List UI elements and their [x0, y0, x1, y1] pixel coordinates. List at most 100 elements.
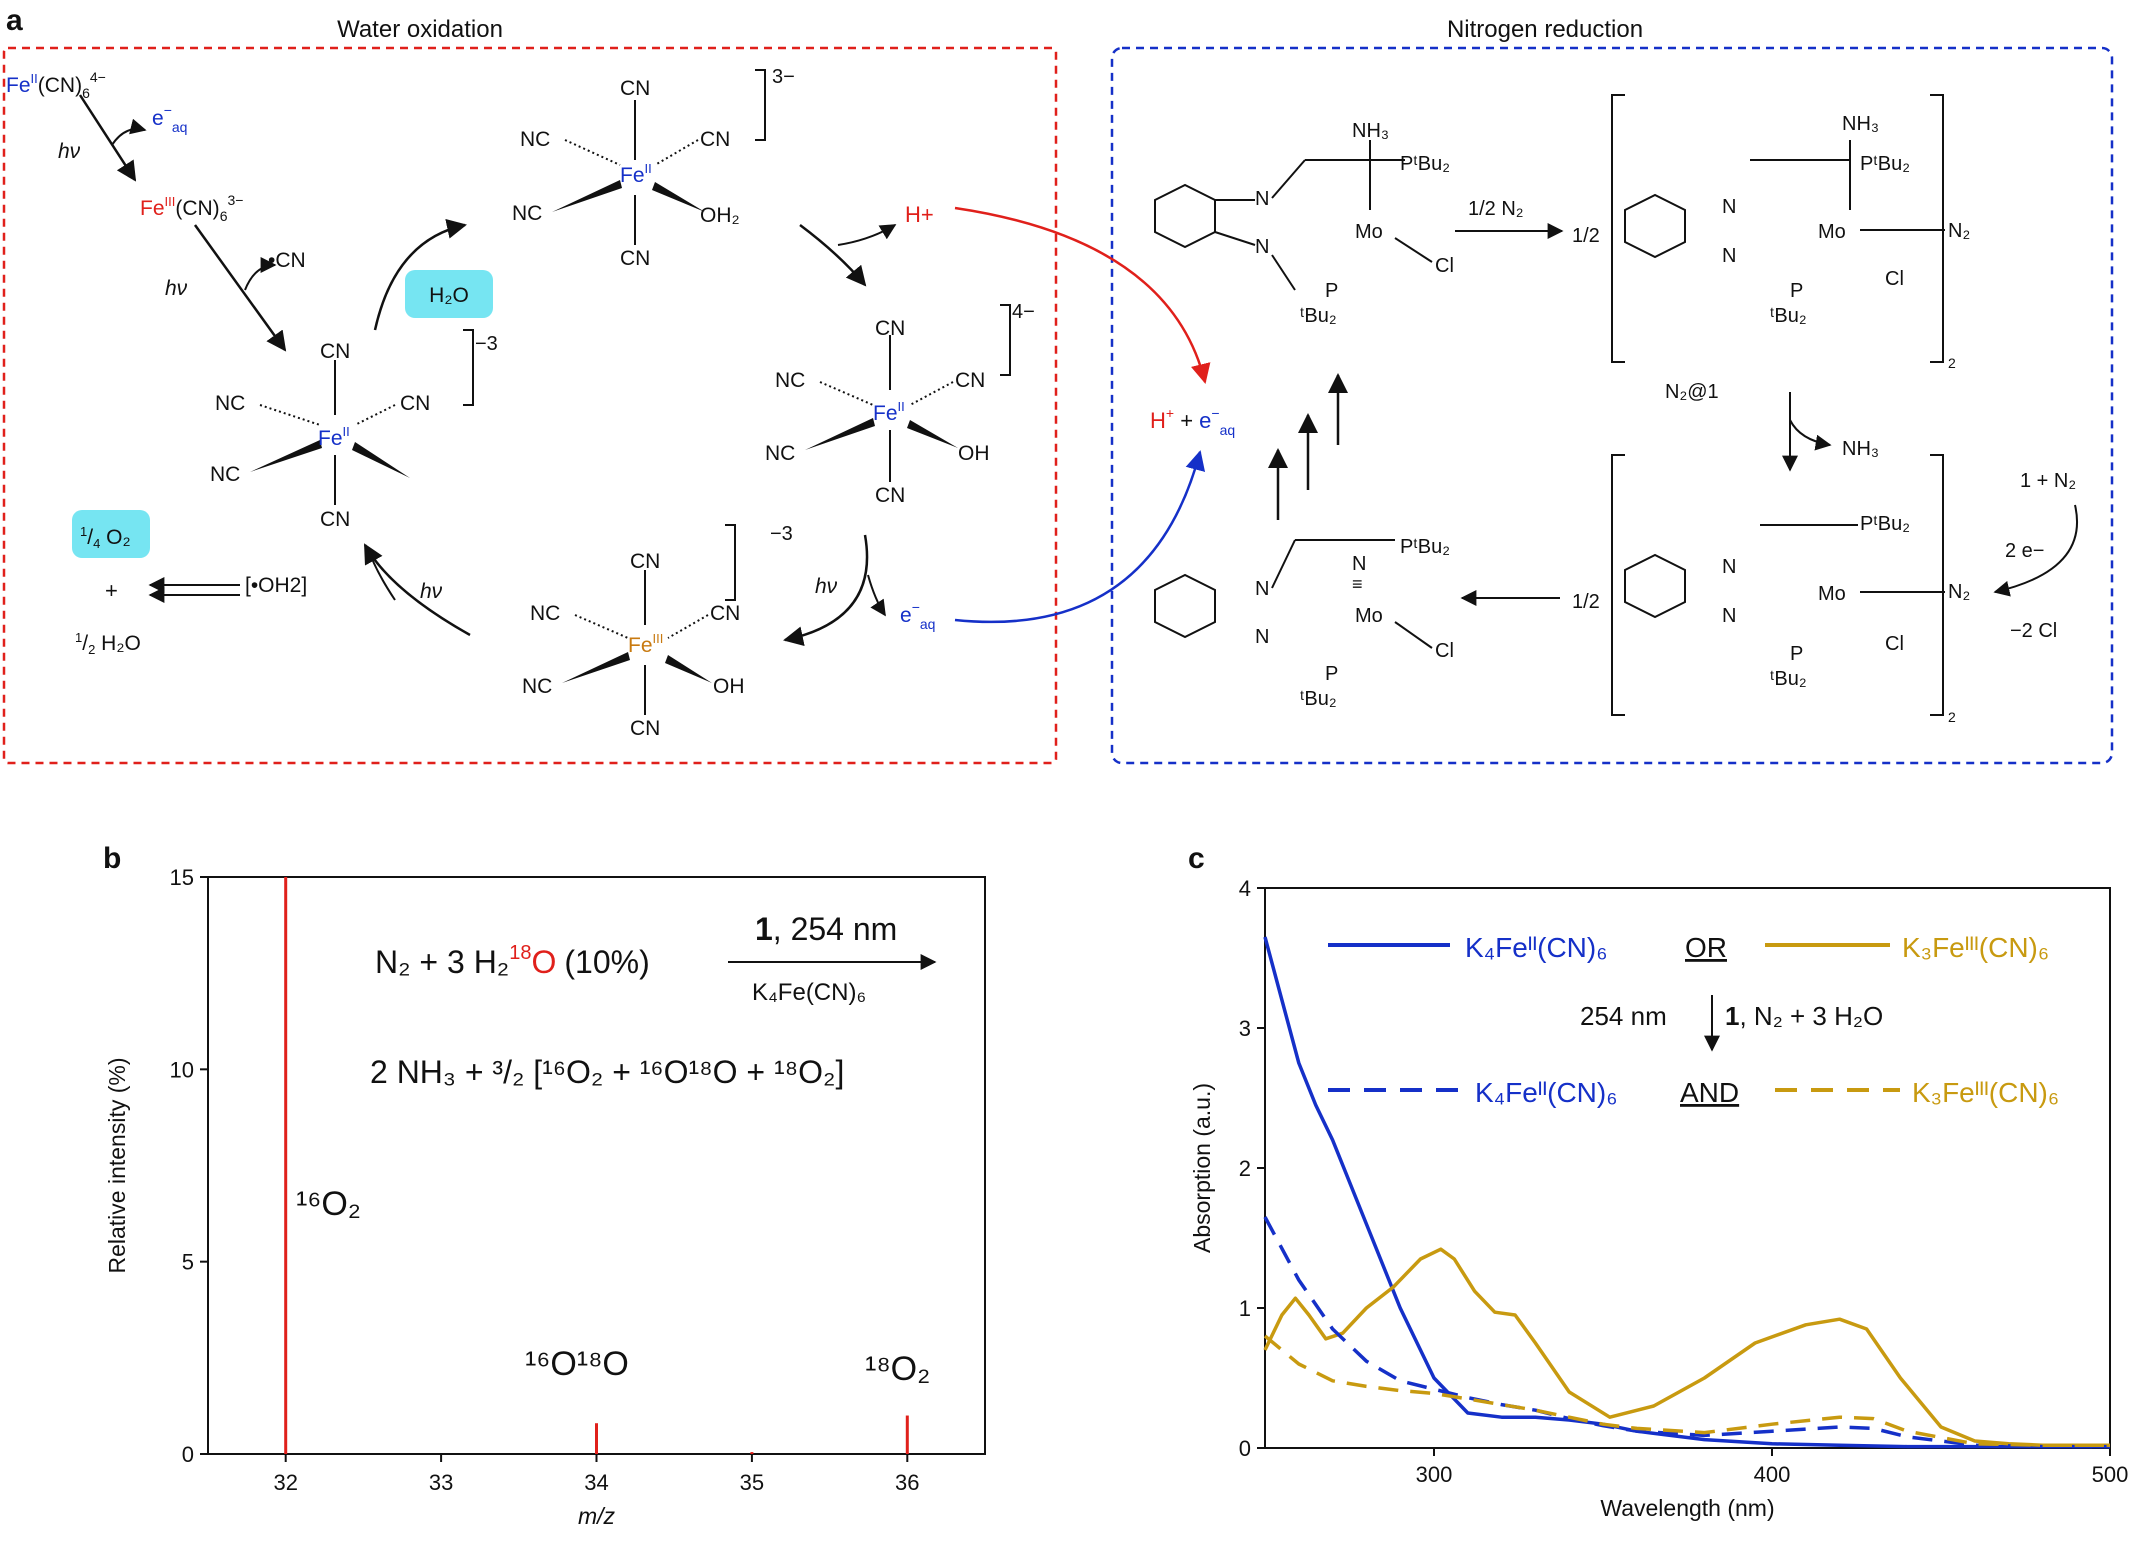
x-tick-label: 32 — [273, 1470, 297, 1495]
h2o-box-label: H₂O — [429, 284, 469, 307]
y-tick-label: 4 — [1239, 876, 1251, 901]
svg-text:Mo: Mo — [1355, 605, 1383, 627]
x-tick-label: 34 — [584, 1470, 608, 1495]
n2-reduced-dimer-complex: 2 N N PᵗBu₂ Mo Cl P ᵗBu₂ N₂ — [1611, 454, 1970, 725]
n2-at-1-label: N₂@1 — [1665, 381, 1719, 403]
panel-a-label: a — [6, 4, 23, 37]
quarter-o2-label: 1/4 O₂ — [80, 524, 131, 551]
half-n2-label: 1/2 N₂ — [1468, 198, 1524, 220]
svg-text:PᵗBu₂: PᵗBu₂ — [1400, 153, 1450, 175]
fe2-oh2-complex: CN CN NC CN NC OH₂ FeII 3− — [512, 66, 795, 270]
svg-text:CN: CN — [400, 392, 430, 415]
plus-sign: + — [105, 578, 118, 603]
svg-text:ᵗBu₂: ᵗBu₂ — [1770, 668, 1807, 690]
svg-text:CN: CN — [710, 602, 740, 625]
svg-text:−3: −3 — [475, 333, 498, 355]
svg-text:N: N — [1255, 188, 1269, 210]
svg-text:NC: NC — [520, 128, 550, 151]
svg-text:Mo: Mo — [1355, 221, 1383, 243]
panel-b-label: b — [103, 842, 121, 875]
svg-text:NC: NC — [765, 442, 795, 465]
svg-text:P: P — [1325, 280, 1338, 302]
svg-text:−3: −3 — [770, 523, 793, 545]
svg-text:OH: OH — [713, 675, 745, 698]
absorption-ylabel: Absorption (a.u.) — [1189, 1083, 1215, 1253]
arrow-oh-release — [367, 547, 396, 601]
svg-text:3−: 3− — [772, 66, 795, 88]
arrow-photo-ionization — [783, 534, 869, 647]
svg-text:ᵗBu₂: ᵗBu₂ — [1300, 688, 1337, 710]
legend-or: OR — [1685, 932, 1727, 963]
svg-text:Cl: Cl — [1885, 268, 1904, 290]
legend-and: AND — [1680, 1077, 1739, 1108]
svg-text:OH: OH — [958, 442, 990, 465]
svg-text:CN: CN — [630, 717, 660, 740]
svg-text:N: N — [1255, 236, 1269, 258]
nitrogen-reduction-box — [1110, 46, 2114, 765]
svg-text:Cl: Cl — [1435, 640, 1454, 662]
svg-text:CN: CN — [620, 247, 650, 270]
y-tick-label: 3 — [1239, 1016, 1251, 1041]
svg-text:Mo: Mo — [1818, 221, 1846, 243]
legend-cond-right: 1, N₂ + 3 H₂O — [1725, 1001, 1883, 1031]
svg-text:CN: CN — [875, 484, 905, 507]
svg-text:N: N — [1352, 553, 1366, 575]
proton-electron-label: H+ + e−aq — [1150, 405, 1235, 438]
x-tick-label: 400 — [1754, 1462, 1791, 1487]
fe2-oh-complex: CN CN NC CN NC OH FeII 4− — [765, 301, 1035, 507]
svg-text:ᵗBu₂: ᵗBu₂ — [1770, 305, 1807, 327]
absorption-xlabel: Wavelength (nm) — [1600, 1495, 1774, 1521]
svg-text:N: N — [1722, 196, 1736, 218]
svg-text:N₂: N₂ — [1948, 581, 1970, 603]
svg-text:ᵗBu₂: ᵗBu₂ — [1300, 305, 1337, 327]
svg-text:Cl: Cl — [1885, 633, 1904, 655]
svg-text:CN: CN — [620, 77, 650, 100]
svg-text:N: N — [1255, 578, 1269, 600]
svg-text:N: N — [1722, 245, 1736, 267]
svg-text:CN: CN — [320, 508, 350, 531]
series-line-dashed — [1263, 1334, 2110, 1447]
water-oxidation-box — [2, 46, 1058, 765]
reaction-catalyst: K₄Fe(CN)₆ — [752, 979, 866, 1006]
arrow-reduction — [1993, 504, 2079, 597]
svg-text:PᵗBu₂: PᵗBu₂ — [1860, 153, 1910, 175]
oh2-radical-label: [•OH2] — [245, 574, 307, 597]
svg-text:NC: NC — [775, 369, 805, 392]
nitrogen-reduction-title: Nitrogen reduction — [1447, 16, 1643, 43]
y-tick-label: 0 — [182, 1442, 194, 1467]
peak-label-32: ¹⁶O₂ — [296, 1185, 361, 1223]
svg-text:P: P — [1790, 280, 1803, 302]
water-oxidation-title: Water oxidation — [337, 16, 503, 43]
svg-text:NC: NC — [210, 463, 240, 486]
svg-text:N: N — [1722, 605, 1736, 627]
arrow-cn-release — [244, 257, 277, 291]
svg-text:PᵗBu₂: PᵗBu₂ — [1860, 513, 1910, 535]
panel-c-label: c — [1188, 842, 1205, 875]
svg-text:CN: CN — [320, 340, 350, 363]
arrow-eaq-release — [111, 118, 147, 146]
svg-text:CN: CN — [630, 550, 660, 573]
svg-text:CN: CN — [700, 128, 730, 151]
two-electron-label: 2 e− — [2005, 540, 2044, 562]
eaq-label-1: e−aq — [152, 102, 187, 135]
svg-text:NC: NC — [530, 602, 560, 625]
svg-text:NH₃: NH₃ — [1352, 120, 1389, 142]
svg-text:2: 2 — [1948, 355, 1956, 371]
nh3-loss-label: NH₃ — [1842, 438, 1879, 460]
svg-text:NC: NC — [522, 675, 552, 698]
svg-text:N₂: N₂ — [1948, 220, 1970, 242]
legend-cond-left: 254 nm — [1580, 1001, 1667, 1031]
mass-spec-ylabel: Relative intensity (%) — [104, 1057, 130, 1273]
panel-a: a Water oxidation Nitrogen reduction FeI… — [2, 4, 2114, 765]
legend-k3-dashed: K₃Feᴵᴵᴵ(CN)₆ — [1912, 1077, 2059, 1108]
mo-nitride-complex: N N PᵗBu₂ N ≡ Mo Cl P ᵗBu₂ — [1154, 536, 1454, 710]
peak-label-36: ¹⁸O₂ — [865, 1350, 930, 1388]
svg-text:FeIII: FeIII — [628, 631, 663, 657]
svg-text:Cl: Cl — [1435, 255, 1454, 277]
reaction-line2: 2 NH₃ + ³/₂ [¹⁶O₂ + ¹⁶O¹⁸O + ¹⁸O₂] — [370, 1054, 844, 1090]
svg-text:FeII: FeII — [620, 161, 652, 187]
mass-spec-peaks — [284, 877, 909, 1454]
